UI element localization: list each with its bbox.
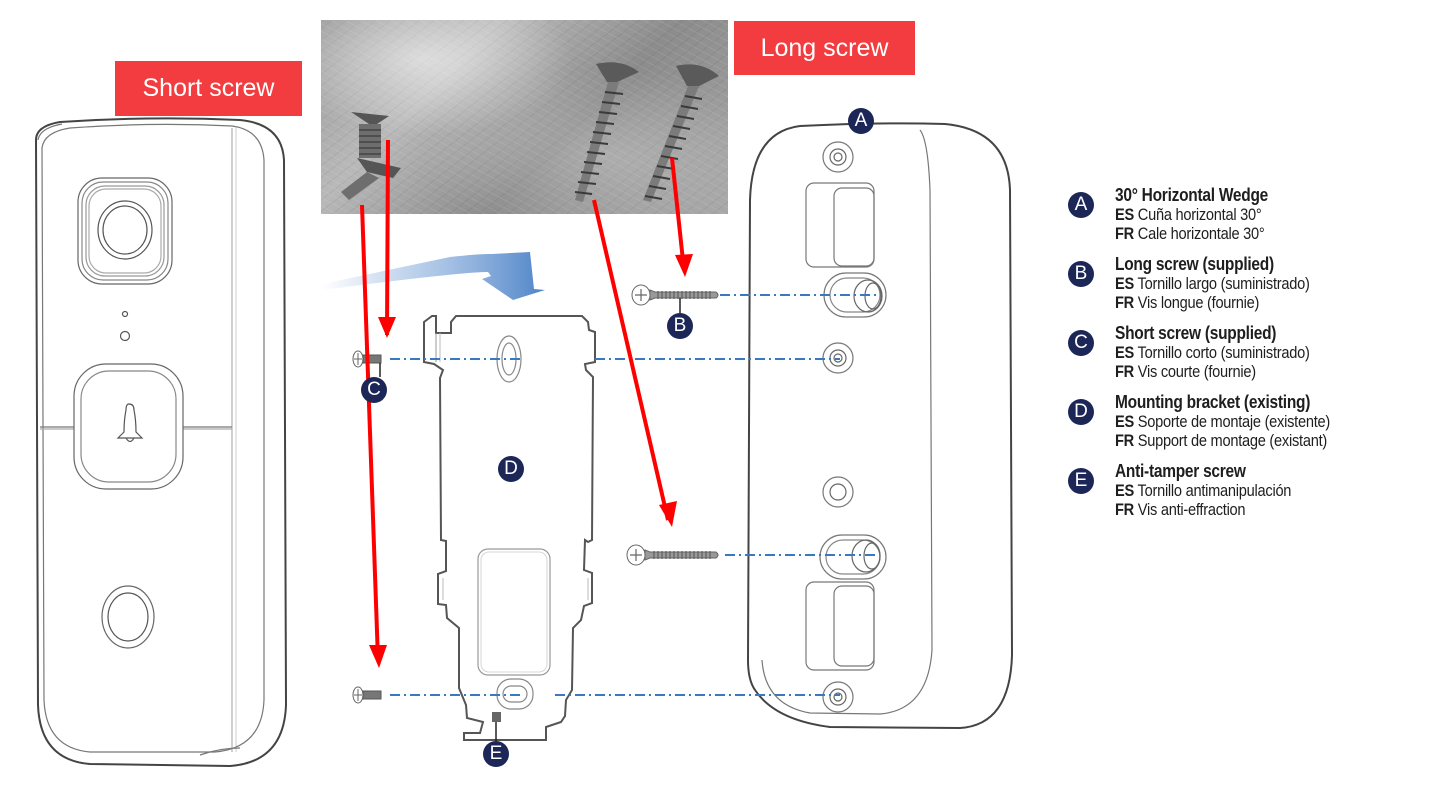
legend-badge: E	[1068, 468, 1094, 494]
parts-legend: A 30° Horizontal Wedge ES Cuña horizonta…	[1068, 186, 1428, 531]
screws-photo-content	[341, 62, 719, 202]
short-screw-upper	[352, 350, 382, 377]
legend-title: 30° Horizontal Wedge	[1115, 185, 1268, 205]
doorbell-front-view	[34, 117, 288, 768]
badge-e: E	[483, 741, 509, 767]
legend-es: Cuña horizontal 30°	[1137, 205, 1262, 224]
legend-fr: Vis anti-effraction	[1137, 500, 1246, 519]
lang-code-es: ES	[1115, 274, 1134, 293]
legend-title: Long screw (supplied)	[1115, 254, 1274, 274]
red-arrow-long-upper	[670, 157, 686, 271]
legend-item-a: A 30° Horizontal Wedge ES Cuña horizonta…	[1068, 186, 1428, 243]
camera-lens	[77, 177, 173, 285]
lang-code-fr: FR	[1115, 293, 1134, 312]
legend-es: Soporte de montaje (existente)	[1137, 412, 1330, 431]
legend-title: Short screw (supplied)	[1115, 323, 1277, 343]
lang-code-es: ES	[1115, 343, 1134, 362]
legend-fr: Vis longue (fournie)	[1137, 293, 1260, 312]
lang-code-es: ES	[1115, 412, 1134, 431]
lang-code-es: ES	[1115, 205, 1134, 224]
badge-c: C	[361, 377, 387, 403]
legend-es: Tornillo largo (suministrado)	[1137, 274, 1310, 293]
doorbell-button	[40, 363, 232, 490]
bell-icon	[116, 403, 144, 443]
short-screw-callout: Short screw	[115, 61, 302, 116]
red-arrow-short-upper	[385, 139, 390, 336]
legend-es: Tornillo antimanipulación	[1137, 481, 1292, 500]
lang-code-fr: FR	[1115, 362, 1134, 381]
long-screw-lower	[626, 544, 719, 566]
legend-badge: D	[1068, 399, 1094, 425]
alignment-guides	[390, 294, 876, 696]
legend-fr: Cale horizontale 30°	[1137, 224, 1265, 243]
long-screw-callout: Long screw	[734, 21, 915, 75]
photo-long-screws	[574, 62, 719, 202]
legend-badge: A	[1068, 192, 1094, 218]
legend-item-d: D Mounting bracket (existing) ES Soporte…	[1068, 393, 1428, 450]
legend-item-b: B Long screw (supplied) ES Tornillo larg…	[1068, 255, 1428, 312]
legend-title: Mounting bracket (existing)	[1115, 392, 1311, 412]
red-arrow-short-lower	[360, 204, 380, 661]
legend-title: Anti-tamper screw	[1115, 461, 1246, 481]
lang-code-fr: FR	[1115, 500, 1134, 519]
legend-es: Tornillo corto (suministrado)	[1137, 343, 1310, 362]
legend-badge: C	[1068, 330, 1094, 356]
badge-d: D	[498, 456, 524, 482]
legend-badge: B	[1068, 261, 1094, 287]
photo-short-screws	[341, 112, 401, 200]
lang-code-es: ES	[1115, 481, 1134, 500]
lang-code-fr: FR	[1115, 431, 1134, 450]
badge-a: A	[848, 108, 874, 134]
long-screw-upper	[631, 284, 719, 314]
legend-item-c: C Short screw (supplied) ES Tornillo cor…	[1068, 324, 1428, 381]
badge-b: B	[667, 313, 693, 339]
mount-direction-arrow	[322, 252, 545, 300]
legend-item-e: E Anti-tamper screw ES Tornillo antimani…	[1068, 462, 1428, 519]
short-screw-lower	[352, 686, 382, 704]
lang-code-fr: FR	[1115, 224, 1134, 243]
legend-fr: Vis courte (fournie)	[1137, 362, 1256, 381]
legend-fr: Support de montage (existant)	[1137, 431, 1327, 450]
red-arrow-long-lower	[592, 199, 670, 521]
